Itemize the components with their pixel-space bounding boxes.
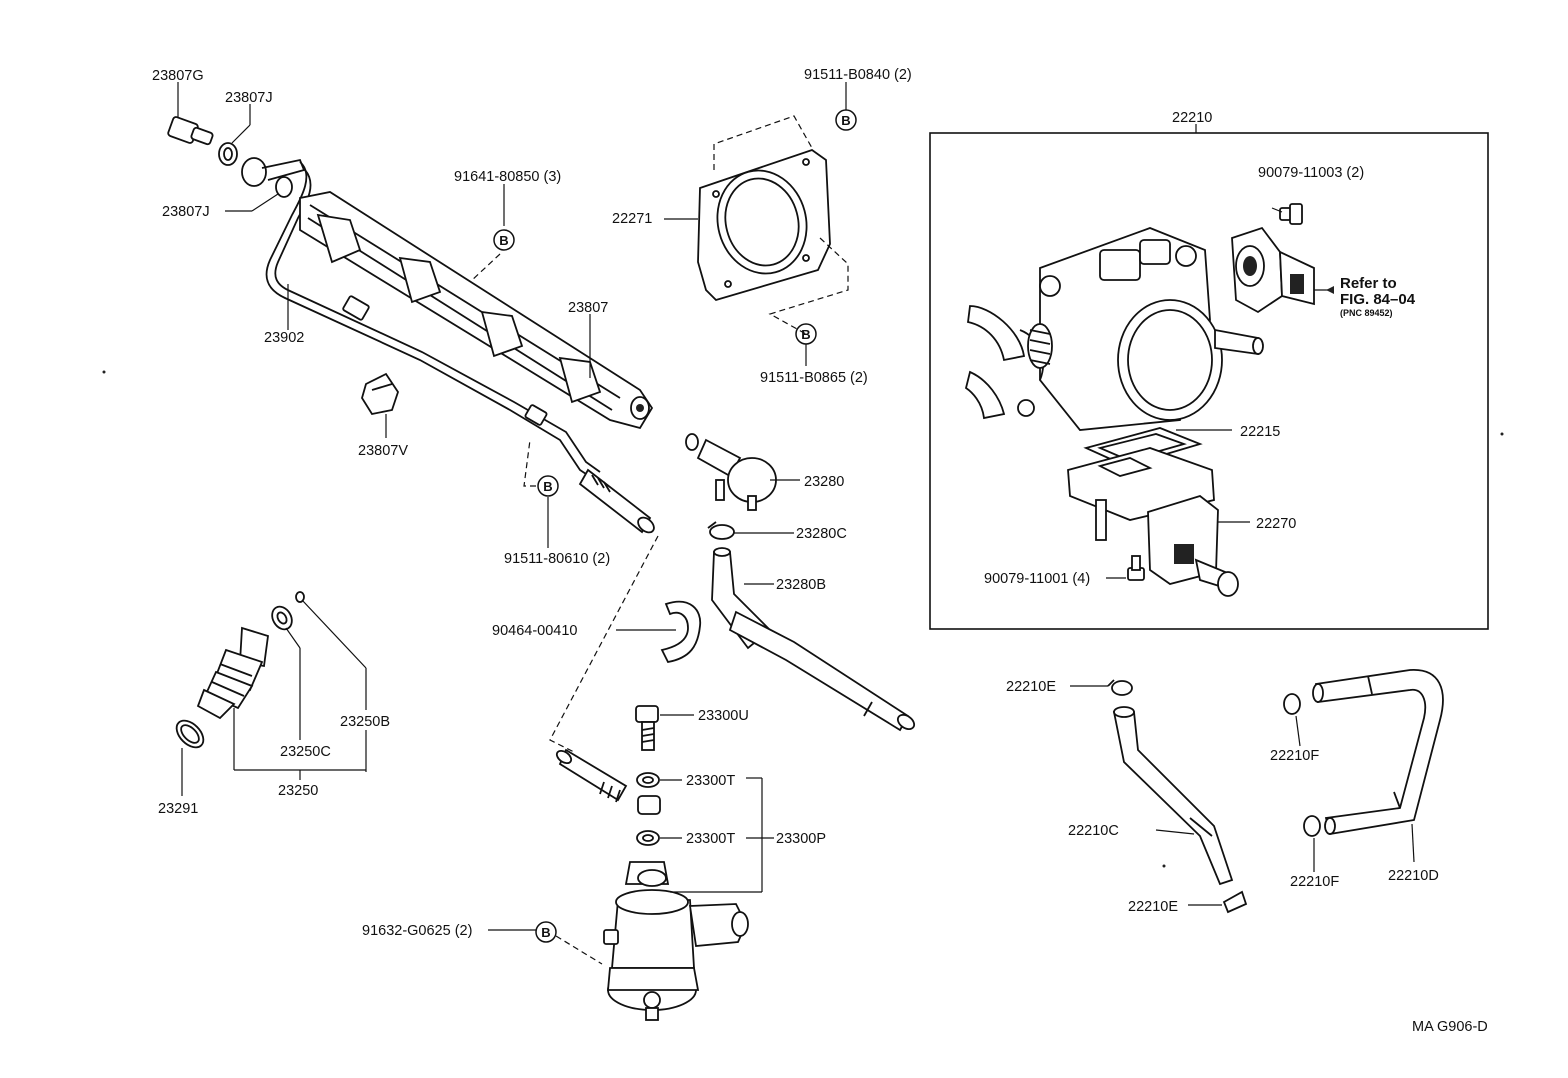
screw-90079-11003 xyxy=(1279,203,1303,225)
gasket-22271 xyxy=(697,148,831,302)
throttle-body-22210 xyxy=(964,227,1264,431)
refer-line-3: (PNC 89452) xyxy=(1340,308,1393,318)
clamp-22210E-top xyxy=(1107,679,1133,696)
throttle-position-sensor xyxy=(1231,226,1315,314)
svg-text:B: B xyxy=(801,327,810,342)
label-91511-B0865: 91511-B0865 (2) xyxy=(760,370,868,386)
fuel-pipe-23902 xyxy=(265,161,596,481)
gasket-23300T-bottom xyxy=(636,830,660,846)
clamp-22210E-bottom xyxy=(1222,890,1248,914)
hose-22210C xyxy=(1112,706,1234,886)
refer-line-2: FIG. 84–04 xyxy=(1340,291,1416,308)
svg-text:B: B xyxy=(541,925,550,940)
label-23250C: 23250C xyxy=(280,744,331,760)
label-23291: 23291 xyxy=(158,801,198,817)
throttle-body-box xyxy=(929,132,1489,630)
bolt-23300U xyxy=(635,705,659,751)
insulator-23250C xyxy=(271,605,293,631)
label-22210F-top: 22210F xyxy=(1270,748,1319,764)
hose-23280B xyxy=(711,547,916,732)
label-90079-11001: 90079-11001 (4) xyxy=(984,571,1090,587)
label-23250: 23250 xyxy=(278,783,318,799)
label-91511-80610: 91511-80610 (2) xyxy=(504,551,610,567)
callout-b-2: B xyxy=(537,475,559,497)
vsv-23280 xyxy=(685,433,777,511)
clamp-22210F-bottom xyxy=(1303,815,1321,837)
callout-b-5: B xyxy=(535,921,557,943)
label-91632-G0625: 91632-G0625 (2) xyxy=(362,923,472,939)
fuel-pipe-fitting xyxy=(241,157,306,198)
figure-code: MA G906-D xyxy=(1412,1019,1488,1035)
label-90464-00410: 90464-00410 xyxy=(492,623,577,639)
label-23807J-left: 23807J xyxy=(162,204,210,220)
clamp-22210F-top xyxy=(1283,693,1301,715)
label-23902: 23902 xyxy=(264,330,304,346)
label-23300P: 23300P xyxy=(776,831,826,847)
label-91641-80850: 91641-80850 (3) xyxy=(454,169,561,185)
hose-22210D xyxy=(1312,669,1444,836)
gasket-23300T-top xyxy=(636,772,660,788)
label-22210C: 22210C xyxy=(1068,823,1119,839)
fuel-hose-end xyxy=(555,748,628,803)
label-22271: 22271 xyxy=(612,211,652,227)
label-23807: 23807 xyxy=(568,300,608,316)
label-91511-B0840: 91511-B0840 (2) xyxy=(804,67,912,83)
screw-90079-11001 xyxy=(1127,555,1145,581)
callout-b-1: B xyxy=(493,229,515,251)
injector-23250 xyxy=(196,626,269,720)
label-23807J-top: 23807J xyxy=(225,90,273,106)
callout-b-3: B xyxy=(835,109,857,131)
label-23280B: 23280B xyxy=(776,577,826,593)
label-23300T-top: 23300T xyxy=(686,773,735,789)
callout-b-4: B xyxy=(795,323,817,345)
pipe-end-23902 xyxy=(578,468,655,534)
label-22210D: 22210D xyxy=(1388,868,1439,884)
isc-valve-22270 xyxy=(1067,447,1239,597)
refer-line-1: Refer to xyxy=(1340,275,1397,292)
label-23300U: 23300U xyxy=(698,708,749,724)
o-ring-23250B xyxy=(295,591,305,603)
label-22210E-bottom: 22210E xyxy=(1128,899,1178,915)
clip-90464-00410 xyxy=(660,600,701,664)
delivery-pipe-23807 xyxy=(299,191,654,430)
spacer-23807V xyxy=(361,372,399,416)
label-23250B: 23250B xyxy=(340,714,390,730)
label-23280C: 23280C xyxy=(796,526,847,542)
label-22210E-top: 22210E xyxy=(1006,679,1056,695)
svg-text:B: B xyxy=(543,479,552,494)
label-23300T-bottom: 23300T xyxy=(686,831,735,847)
label-22270: 22270 xyxy=(1256,516,1296,532)
label-23280: 23280 xyxy=(804,474,844,490)
label-22210: 22210 xyxy=(1172,110,1212,126)
svg-text:B: B xyxy=(841,113,850,128)
svg-text:B: B xyxy=(499,233,508,248)
clamp-23280C xyxy=(707,521,735,540)
label-23807G: 23807G xyxy=(152,68,204,84)
label-22215: 22215 xyxy=(1240,424,1280,440)
union-bolt-23807G xyxy=(167,116,214,146)
label-23807V: 23807V xyxy=(358,443,408,459)
label-22210F-bottom: 22210F xyxy=(1290,874,1339,890)
o-ring-23291 xyxy=(175,719,205,749)
gasket-23807J-top xyxy=(218,142,238,166)
pressure-regulator-23300P xyxy=(603,861,749,1021)
label-90079-11003: 90079-11003 (2) xyxy=(1258,165,1364,181)
union-23300 xyxy=(637,795,661,815)
